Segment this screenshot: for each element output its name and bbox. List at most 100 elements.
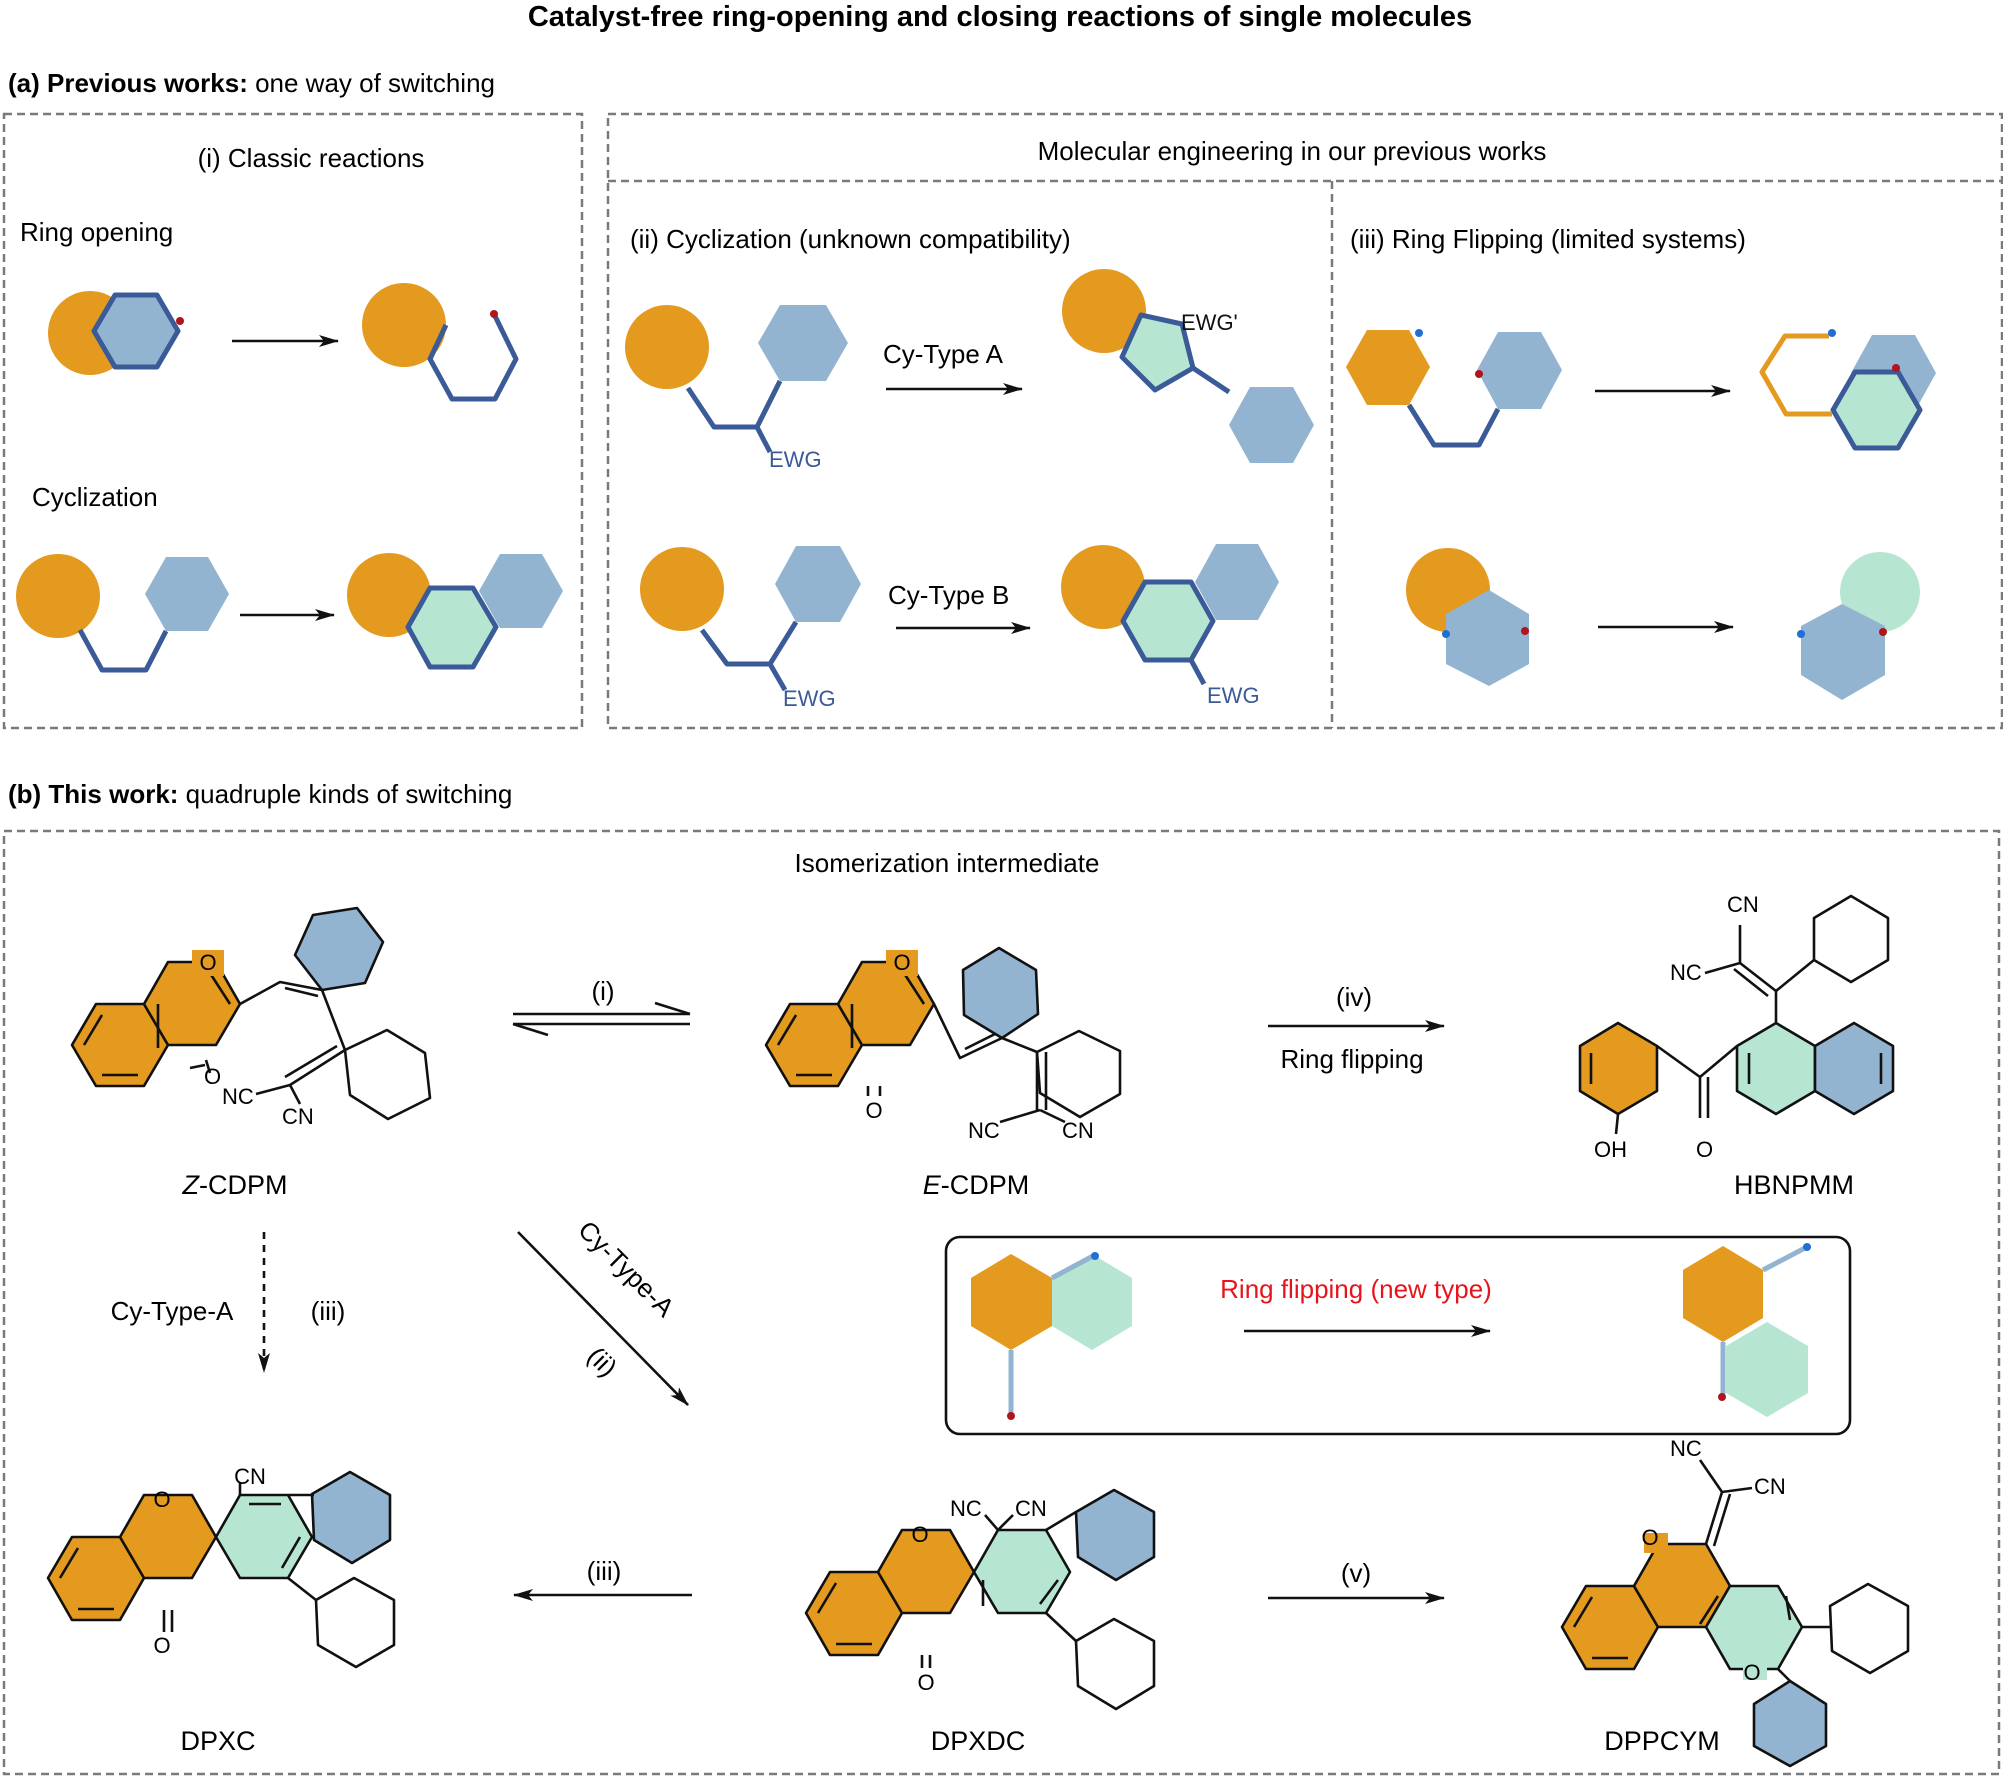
z-suffix: -CDPM bbox=[199, 1170, 288, 1200]
ewg-label: EWG bbox=[1207, 683, 1260, 708]
blue-dot bbox=[1803, 1243, 1811, 1251]
green-pentagon bbox=[1119, 312, 1196, 393]
cy-type-a-reactant: EWG bbox=[625, 305, 848, 472]
top-bond bbox=[1050, 1253, 1095, 1281]
new-type-box bbox=[944, 1235, 1852, 1436]
chain bbox=[699, 620, 799, 667]
dpxc-label: DPXC bbox=[180, 1726, 255, 1756]
green-ring bbox=[1830, 369, 1923, 451]
blue-hexagon bbox=[775, 546, 861, 622]
green-circle bbox=[1840, 552, 1920, 632]
green-ring bbox=[1120, 579, 1216, 663]
orange-circle bbox=[1062, 269, 1146, 353]
cn-label: CN bbox=[234, 1464, 266, 1489]
blue-hexagon bbox=[91, 292, 181, 370]
section-a-bold: (a) Previous works: bbox=[8, 68, 248, 98]
cn-label: CN bbox=[1062, 1118, 1094, 1143]
ring-oxygen: O bbox=[893, 950, 910, 975]
molecular-engineering-box bbox=[606, 112, 2003, 730]
panel-i-box bbox=[2, 112, 584, 730]
ring-opening-reactant bbox=[48, 291, 184, 375]
ewg-bond bbox=[1188, 658, 1207, 686]
naphthalene-right-ring bbox=[1813, 1021, 1895, 1116]
section-a-heading: (a) Previous works: one way of switching bbox=[8, 68, 495, 98]
open-chain bbox=[427, 312, 519, 402]
e-cdpm-label: E-CDPM bbox=[923, 1170, 1030, 1200]
arrow-iv-label: (iv) bbox=[1336, 982, 1372, 1012]
orange-circle bbox=[640, 547, 724, 631]
new-type-product bbox=[1683, 1243, 1811, 1417]
ring-opening-label: Ring opening bbox=[20, 217, 173, 247]
hbnpmm-structure: OH O CN NC bbox=[1578, 892, 1895, 1162]
cy-type-b-product: EWG bbox=[1061, 544, 1279, 708]
hbnpmm-label: HBNPMM bbox=[1734, 1170, 1854, 1200]
orange-circle bbox=[625, 305, 709, 389]
cn-label: CN bbox=[282, 1104, 314, 1129]
orange-circle bbox=[347, 553, 431, 637]
blue-dot bbox=[1415, 329, 1423, 337]
chain bbox=[1406, 403, 1501, 448]
cy-type-a-diagonal-label: Cy-Type-A bbox=[572, 1215, 681, 1324]
top-phenyl-ring bbox=[961, 946, 1040, 1040]
pyran-oxygen: O bbox=[1743, 1660, 1760, 1685]
side-phenyl-ring bbox=[1035, 1029, 1122, 1119]
red-dot bbox=[1521, 627, 1529, 635]
section-b-bold: (b) This work: bbox=[8, 779, 178, 809]
blue-hexagon bbox=[1477, 332, 1562, 409]
top-phenyl-ring bbox=[293, 906, 385, 992]
bottom-phenyl-ring bbox=[314, 1576, 396, 1669]
green-ring bbox=[214, 1493, 314, 1580]
ring-oxygen: O bbox=[911, 1522, 928, 1547]
diagonal-arrow bbox=[517, 1231, 689, 1406]
blue-hexagon bbox=[1195, 544, 1279, 620]
ring-oxygen: O bbox=[153, 1487, 170, 1512]
blue-hexagon bbox=[145, 557, 229, 631]
ewg-bond bbox=[754, 425, 773, 454]
equilibrium-arrow-back-half bbox=[512, 1022, 549, 1037]
section-a-rest: one way of switching bbox=[248, 68, 495, 98]
oh-label: OH bbox=[1594, 1137, 1627, 1162]
orange-chain bbox=[1759, 333, 1832, 417]
cy-type-a-left-label: Cy-Type-A bbox=[111, 1296, 234, 1326]
nc-label: NC bbox=[950, 1496, 982, 1521]
e-prefix: E bbox=[923, 1170, 942, 1200]
equilibrium-arrow-forward-half bbox=[654, 1001, 691, 1016]
aryl-bond bbox=[1191, 365, 1231, 395]
carbonyl-oxygen: O bbox=[153, 1633, 170, 1658]
cyclization-product bbox=[347, 553, 563, 670]
bottom-phenyl-ring bbox=[1074, 1617, 1156, 1711]
new-type-reactant bbox=[971, 1252, 1132, 1420]
panel-i-title: (i) Classic reactions bbox=[198, 143, 425, 173]
top-bond bbox=[1761, 1245, 1807, 1273]
cy-type-a-label: Cy-Type A bbox=[883, 339, 1004, 369]
new-type-label: Ring flipping (new type) bbox=[1220, 1274, 1492, 1304]
red-dot bbox=[1892, 364, 1900, 372]
z-cdpm-structure: O O NC CN bbox=[70, 906, 432, 1129]
z-prefix: Z bbox=[182, 1170, 201, 1200]
ring-flip-bottom-reactant bbox=[1406, 548, 1529, 686]
chain bbox=[685, 379, 783, 430]
orange-hexagon bbox=[1683, 1246, 1763, 1342]
nc-label: NC bbox=[222, 1084, 254, 1109]
arrow-v-label: (v) bbox=[1341, 1558, 1371, 1588]
panel-iii-title: (iii) Ring Flipping (limited systems) bbox=[1350, 224, 1746, 254]
nc-label: NC bbox=[1670, 1436, 1702, 1461]
top-ring-oxygen: O bbox=[1641, 1525, 1658, 1550]
dpxc-structure: O O CN bbox=[46, 1464, 396, 1669]
cy-type-b-reactant: EWG bbox=[640, 546, 861, 711]
green-hexagon bbox=[1052, 1254, 1132, 1350]
dppcym-structure: O O NC CN bbox=[1560, 1436, 1910, 1768]
phenyl-ring-hex bbox=[1812, 894, 1890, 984]
cn-label: CN bbox=[1015, 1496, 1047, 1521]
red-dot bbox=[1007, 1412, 1015, 1420]
orange-circle bbox=[362, 283, 446, 367]
cyclization-reactant bbox=[16, 554, 229, 673]
top-phenyl-ring bbox=[1074, 1488, 1156, 1582]
side-phenyl-ring bbox=[1828, 1582, 1910, 1675]
z-cdpm-label: Z-CDPM bbox=[182, 1170, 288, 1200]
red-dot bbox=[1879, 628, 1887, 636]
arrow-iii-label: (iii) bbox=[587, 1556, 622, 1586]
e-suffix: -CDPM bbox=[941, 1170, 1030, 1200]
carbonyl-oxygen: O bbox=[917, 1670, 934, 1695]
